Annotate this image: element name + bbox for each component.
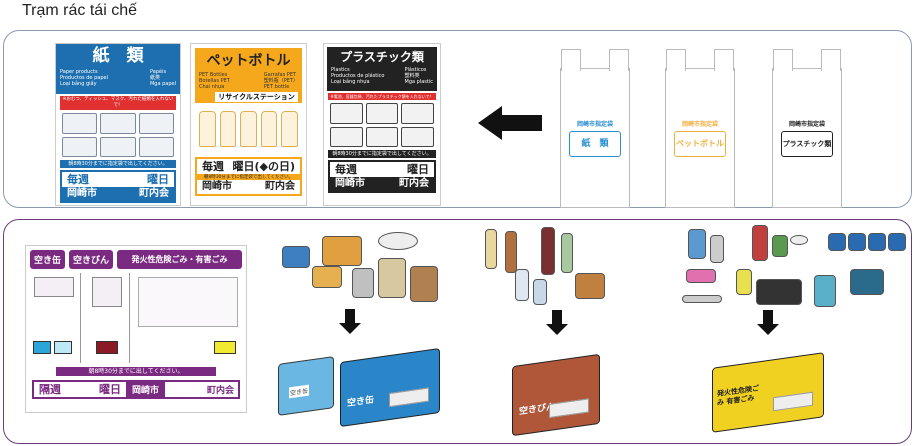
- hazardous-items-illustration: [680, 225, 912, 320]
- sign-illustrations: [26, 273, 246, 365]
- bottom-panel: [3, 219, 912, 444]
- plastic-items-illustration: [330, 103, 434, 147]
- bin-label: 発火性危険ごみ 有害ごみ: [717, 384, 759, 408]
- assoc-label: 町内会: [139, 188, 169, 199]
- time-note: 朝8時30分までに指定袋で出してください。: [203, 175, 294, 180]
- bottle-bin: 空きびん: [512, 353, 600, 437]
- lang-text: PET Bottles: [199, 72, 228, 78]
- arrow-left-icon: [478, 106, 542, 140]
- arrow-down-icon: [757, 310, 779, 335]
- bin-label: 空き缶: [347, 395, 375, 410]
- pet-bag: 岡崎市指定袋 ペットボトル: [665, 49, 735, 208]
- day-label: 曜日(◆の日): [232, 160, 295, 173]
- bag-label: 紙 類: [569, 131, 621, 157]
- city-label: 岡崎市: [202, 181, 232, 192]
- lang-text: Botellas PET: [199, 78, 230, 84]
- lang-text: Productos de papel: [60, 75, 108, 81]
- lang-text: Papéis: [149, 69, 167, 75]
- top-panel: [3, 30, 912, 208]
- cans-illustration: [282, 232, 442, 302]
- weekly-label: 毎週: [67, 173, 89, 186]
- bottles-illustration: [485, 225, 610, 305]
- assoc-label: 町内会: [399, 178, 429, 189]
- day-label: 曜日: [99, 383, 121, 396]
- lang-text: Productos de plástico: [331, 73, 385, 79]
- lang-text: PET bottle: [263, 84, 290, 90]
- pet-sign-title: ペットボトル: [206, 53, 291, 69]
- city-label: 岡崎市: [335, 178, 365, 189]
- hazard-sign: 空き缶 空きびん 発火性危険ごみ・有害ごみ 朝8時30分までに出してください。 …: [25, 245, 247, 413]
- paper-items-illustration: [62, 113, 174, 157]
- lang-text: Plásticos: [404, 67, 427, 73]
- time-note: 朝8時30分までに指定袋で出してください。: [328, 150, 436, 158]
- bag-label: ペットボトル: [674, 131, 726, 157]
- lang-text: 塑料类: [404, 73, 420, 79]
- time-note: 朝8時30分までに指定袋で出してください。: [60, 160, 176, 168]
- arrow-down-icon: [546, 310, 568, 335]
- lang-text: Chai nhựa: [199, 84, 225, 90]
- assoc-label: 町内会: [165, 382, 238, 397]
- tab-label-cans: 空き缶: [30, 250, 66, 269]
- lang-text: Loại bằng nhựa: [331, 79, 370, 85]
- arrow-down-icon: [339, 309, 361, 334]
- lang-text: Mga plastic: [404, 79, 433, 85]
- lang-text: Loại bằng giấy: [60, 81, 97, 87]
- warning-band: ※おむつ、ティッシュ、マスク、汚れた紙類を入れないで！: [60, 96, 176, 110]
- bag-header: 岡崎市指定袋: [788, 121, 825, 128]
- warning-band: ※電池、容器包装、汚れたプラスチック類を入れないで！: [328, 93, 436, 100]
- biweekly-label: 隔週: [39, 383, 61, 396]
- pet-bottles-illustration: [199, 111, 298, 147]
- page-title: Trạm rác tái chế: [22, 2, 137, 19]
- lang-text: Paper products: [60, 69, 98, 75]
- day-label: 曜日: [407, 163, 429, 176]
- time-note: 朝8時30分までに出してください。: [56, 367, 216, 376]
- bag-header: 岡崎市指定袋: [576, 121, 613, 128]
- tab-label-bottles: 空きびん: [69, 250, 114, 269]
- plastic-sign-title: プラスチック類: [340, 50, 424, 64]
- bin-label: 空き缶: [289, 384, 310, 399]
- bag-label: プラスチック類: [781, 131, 833, 157]
- lang-text: Mga papel: [149, 81, 176, 87]
- city-label: 岡崎市: [67, 188, 97, 199]
- paper-bag: 岡崎市指定袋 紙 類: [560, 49, 630, 208]
- city-label: 岡崎市: [132, 386, 160, 396]
- lang-text: Plastics: [331, 67, 350, 73]
- assoc-label: 町内会: [265, 181, 295, 192]
- tab-label-hazard: 発火性危険ごみ・有害ごみ: [117, 250, 242, 269]
- bag-header: 岡崎市指定袋: [681, 121, 718, 128]
- recycle-station-label: リサイクルステーション: [215, 92, 298, 102]
- weekly-label: 毎週: [335, 163, 357, 176]
- weekly-label: 毎週: [202, 160, 224, 173]
- lang-text: 紙类: [149, 75, 160, 81]
- lang-text: 塑料瓶（PET）: [263, 78, 298, 84]
- lang-text: Garrafas PET: [263, 72, 297, 78]
- plastic-bag: 岡崎市指定袋 プラスチック類: [772, 49, 842, 208]
- day-label: 曜日: [147, 173, 169, 186]
- paper-sign-title: 紙 類: [92, 46, 144, 66]
- small-can-bin: 空き缶: [278, 356, 334, 416]
